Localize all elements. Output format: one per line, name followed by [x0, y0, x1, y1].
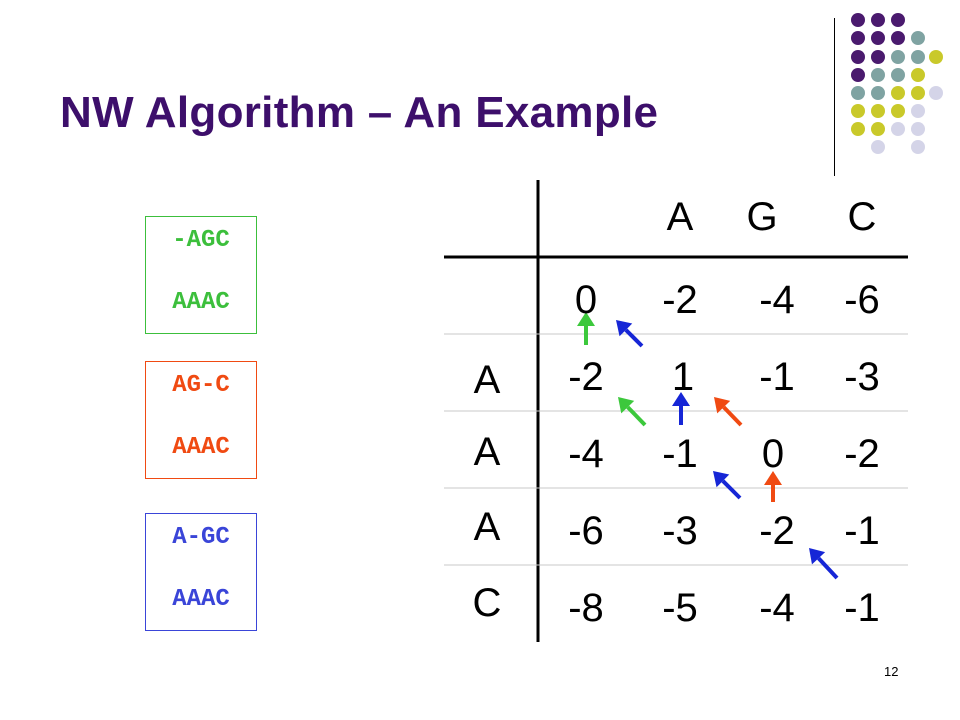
matrix-cell-3-2: -2	[759, 509, 795, 553]
alignment-line-top: -AGC	[172, 227, 230, 254]
traceback-arrow-up-icon	[764, 471, 782, 502]
alignment-line-bottom: AAAC	[172, 434, 230, 461]
matrix-cell-2-3: -2	[844, 432, 880, 476]
traceback-arrow-diagonal-icon	[714, 397, 743, 427]
matrix-cell-2-2: 0	[761, 432, 785, 476]
alignment-line-bottom: AAAC	[172, 586, 230, 613]
matrix-cell-1-0: -2	[568, 355, 604, 399]
alignment-line-bottom: AAAC	[172, 289, 230, 316]
row-header-4: C	[472, 581, 502, 625]
traceback-arrow-diagonal-icon	[616, 320, 644, 348]
matrix-cell-1-2: -1	[759, 355, 795, 399]
matrix-cell-4-3: -1	[844, 586, 880, 630]
matrix-cell-0-3: -6	[844, 278, 880, 322]
matrix-cell-4-1: -5	[662, 586, 698, 630]
col-header-1: A	[666, 195, 694, 239]
traceback-arrow-up-icon	[577, 312, 595, 345]
matrix-cell-1-3: -3	[844, 355, 880, 399]
matrix-cell-0-0: 0	[574, 278, 598, 322]
matrix-cell-2-1: -1	[662, 432, 698, 476]
matrix-cell-3-1: -3	[662, 509, 698, 553]
row-header-3: A	[473, 505, 501, 549]
matrix-cell-2-0: -4	[568, 432, 604, 476]
alignment-line-top: AG-C	[172, 372, 230, 399]
matrix-cell-1-1: 1	[671, 355, 695, 399]
matrix-cell-3-3: -1	[844, 509, 880, 553]
alignment-line-top: A-GC	[172, 524, 230, 551]
col-header-2: G	[746, 195, 778, 239]
decorative-vertical-line	[834, 18, 835, 176]
matrix-cell-4-2: -4	[759, 586, 795, 630]
traceback-arrow-diagonal-icon	[618, 397, 647, 427]
matrix-cell-0-2: -4	[759, 278, 795, 322]
col-header-3: C	[847, 195, 877, 239]
matrix-cell-0-1: -2	[662, 278, 698, 322]
alignment-box-blue: A-GC AAAC	[145, 513, 257, 631]
row-header-2: A	[473, 430, 501, 474]
matrix-cell-4-0: -8	[568, 586, 604, 630]
traceback-arrow-diagonal-icon	[809, 548, 839, 580]
traceback-arrow-diagonal-icon	[713, 471, 742, 500]
traceback-arrow-up-icon	[672, 392, 690, 425]
row-header-1: A	[473, 358, 501, 402]
matrix-cell-3-0: -6	[568, 509, 604, 553]
alignment-box-green: -AGC AAAC	[145, 216, 257, 334]
page-title: NW Algorithm – An Example	[60, 88, 659, 137]
page-number: 12	[884, 664, 899, 679]
alignment-box-red: AG-C AAAC	[145, 361, 257, 479]
